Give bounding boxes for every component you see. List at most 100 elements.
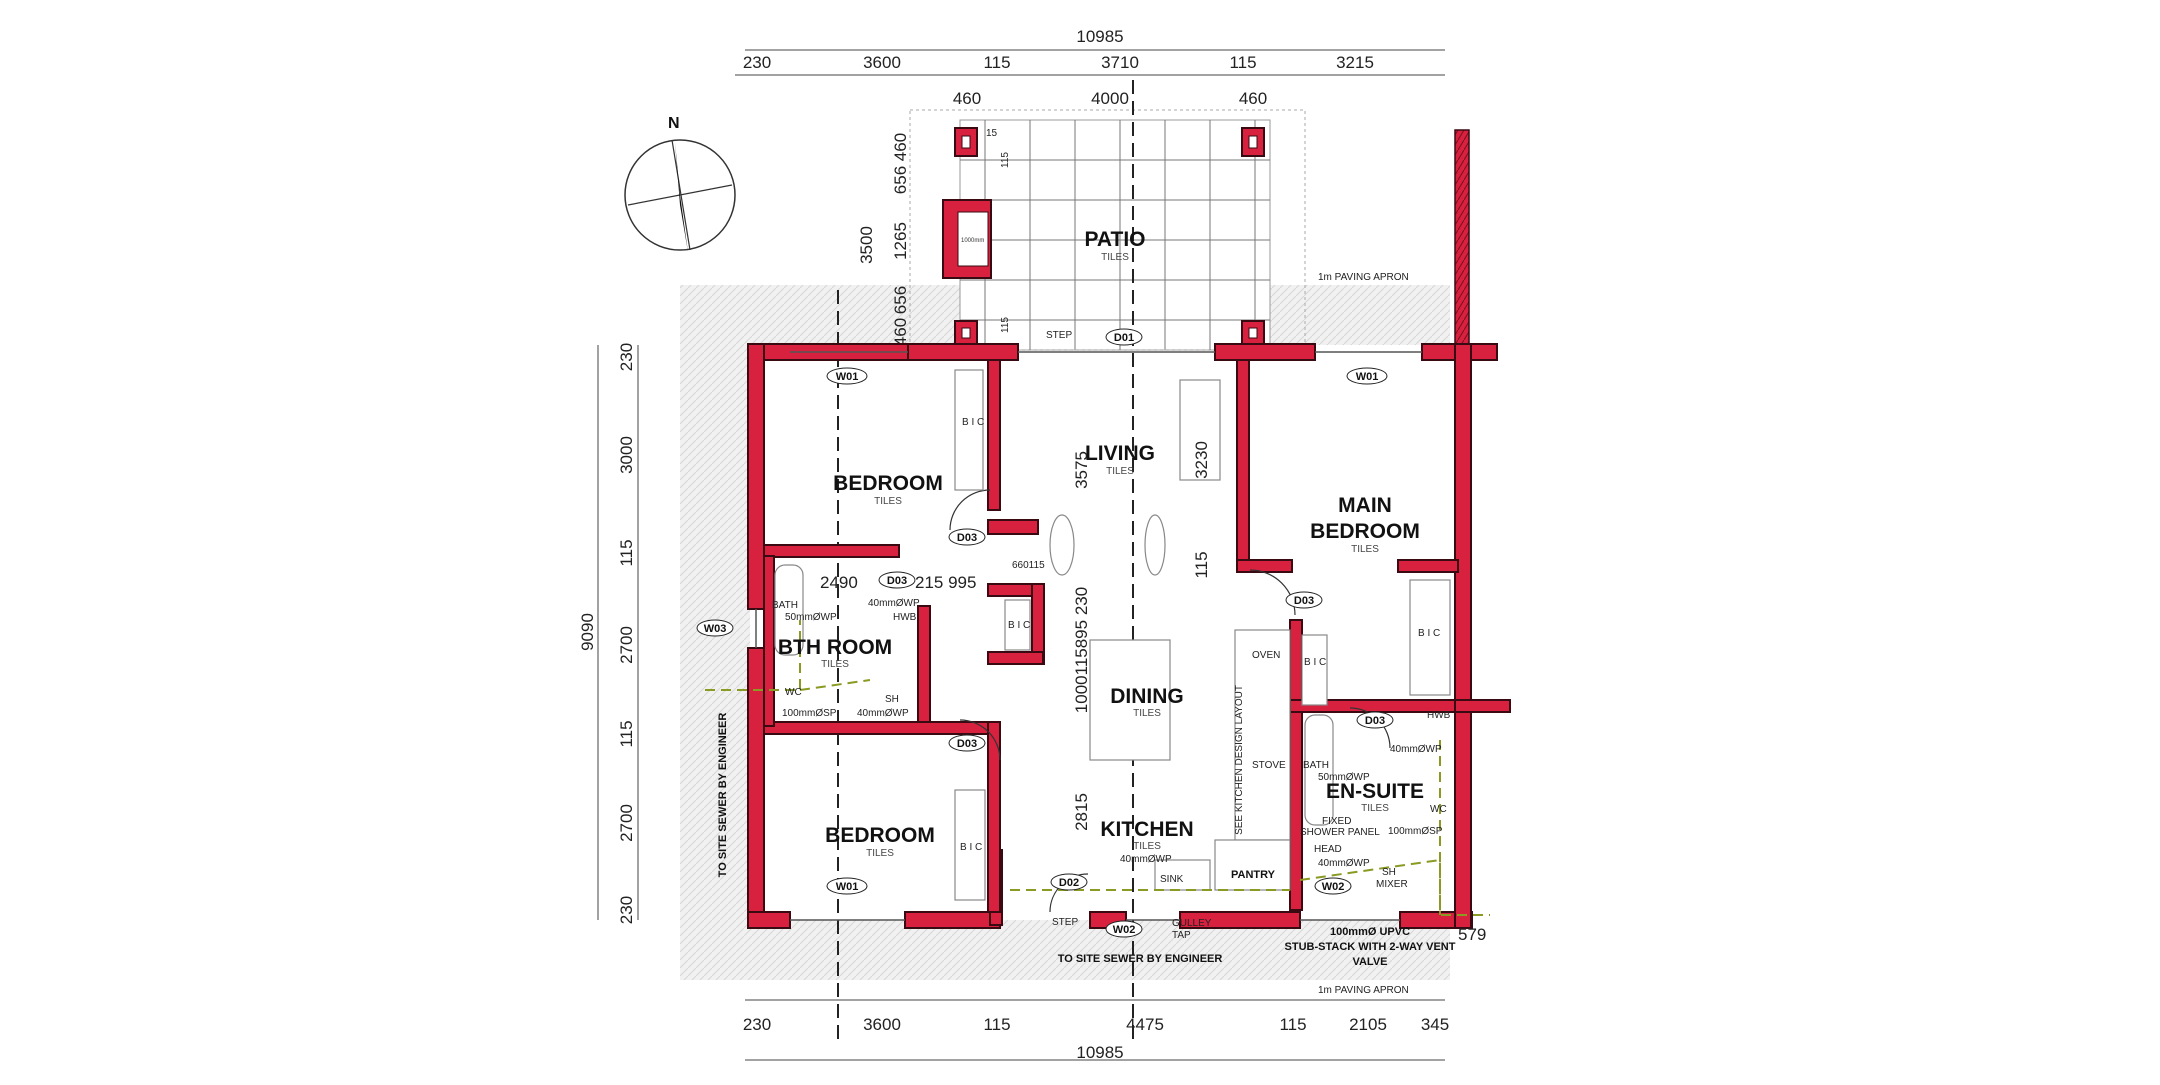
dim-patio-inner-1: 15 — [986, 128, 998, 139]
bic-hall — [1004, 599, 1031, 651]
svg-text:D03: D03 — [1365, 715, 1385, 727]
dim-bottom-5: 115 — [1279, 1015, 1306, 1034]
dim-bic-small: 660115 — [1012, 560, 1045, 571]
wall-bath-left — [763, 555, 775, 727]
dim-patio-inner-2: 115 — [1000, 152, 1011, 168]
note-stove: STOVE — [1252, 760, 1286, 771]
tag-w02-a: W02 — [1105, 920, 1143, 938]
wall-top-mid-left — [907, 343, 1019, 361]
dim-patio-left-3: 1265 — [891, 222, 910, 260]
bic-label-3: B I C — [960, 842, 982, 853]
room-living: LIVING — [1085, 442, 1155, 465]
windows — [755, 351, 1422, 921]
tag-d03-bed2: D03 — [948, 734, 986, 752]
wall-main-left — [1236, 359, 1250, 571]
dim-patio-2: 4000 — [1091, 89, 1129, 108]
room-ensuite: EN-SUITE — [1326, 780, 1424, 803]
svg-text:D03: D03 — [957, 532, 977, 544]
dim-top-1: 230 — [743, 53, 771, 72]
bic-label-5: B I C — [1304, 657, 1326, 668]
dim-living-depth: 3575 — [1072, 451, 1091, 489]
plan-notes: STEP STEP 1m PAVING APRON 1m PAVING APRO… — [717, 272, 1456, 996]
dim-left-7: 230 — [617, 896, 636, 924]
note-wc-ensuite: WC — [1430, 804, 1447, 815]
dim-patio-1: 460 — [953, 89, 981, 108]
opening-tags: W01 W01 W01 D01 D03 D03 D03 D03 D03 D02 … — [696, 328, 1394, 938]
tag-d03-bath: D03 — [878, 571, 916, 589]
stair-curve — [1144, 514, 1166, 576]
dim-hall-row-b: 215 995 — [915, 573, 976, 592]
wall-ensuite-left — [1289, 619, 1303, 911]
note-paving-top: 1m PAVING APRON — [1318, 272, 1409, 283]
note-gulley-1: GULLEY — [1172, 918, 1212, 929]
svg-text:W01: W01 — [1356, 371, 1379, 383]
note-hwb-main: HWB — [893, 612, 917, 623]
dim-bottom-1: 230 — [743, 1015, 771, 1034]
bic-bedroom2 — [954, 789, 986, 901]
tag-d03-ensuite: D03 — [1356, 711, 1394, 729]
interior-walls — [763, 359, 1511, 913]
tag-d03-main: D03 — [1285, 591, 1323, 609]
pantry-box — [1214, 839, 1291, 891]
dim-bottom-4: 4475 — [1126, 1015, 1164, 1034]
note-pipe-50-ensuite: 50mmØWP — [1318, 772, 1370, 783]
bathtub-main — [774, 564, 804, 656]
compass-rose: N — [624, 115, 736, 252]
bathtub-ensuite — [1304, 714, 1334, 826]
dim-dining-depth: 1000115895 230 — [1072, 587, 1091, 713]
dim-top-2: 3600 — [863, 53, 901, 72]
dim-left-4: 2700 — [617, 626, 636, 664]
note-bath-ensuite: BATH — [1303, 760, 1329, 771]
dim-hall-row: 2490 — [820, 573, 858, 592]
living-sofa — [1179, 379, 1221, 481]
dim-bottom-6: 2105 — [1349, 1015, 1387, 1034]
dim-top-5: 115 — [1229, 53, 1256, 72]
note-pipe-50-main: 50mmØWP — [785, 612, 837, 623]
dim-top-6: 3215 — [1336, 53, 1374, 72]
dim-patio-3: 460 — [1239, 89, 1267, 108]
dim-top-3: 115 — [983, 53, 1010, 72]
room-bathroom-finish: TILES — [821, 659, 849, 670]
note-pipe-100-ensuite: 100mmØSP — [1388, 826, 1443, 837]
wall-bottom-2 — [904, 911, 1001, 929]
note-see-kitchen: SEE KITCHEN DESIGN LAYOUT — [1234, 685, 1245, 835]
note-pipe-40-ensuite: 40mmØWP — [1390, 744, 1442, 755]
room-labels: PATIO TILES LIVING TILES BEDROOM TILES M… — [778, 228, 1424, 881]
living-curve — [1049, 514, 1075, 576]
drain-line-2 — [799, 679, 871, 691]
svg-text:D02: D02 — [1059, 877, 1079, 889]
wall-main-bottom-right — [1397, 559, 1459, 573]
dim-patio-left-1: 460 — [891, 133, 910, 161]
dim-mid-115: 115 — [1192, 551, 1211, 578]
house-footprint — [750, 345, 1480, 920]
note-fixed-1: FIXED — [1322, 816, 1351, 827]
dim-kitchen-depth: 2815 — [1072, 793, 1091, 831]
top-dimensions: 10985 230 3600 115 3710 115 3215 460 400… — [735, 27, 1445, 108]
room-kitchen-finish: TILES — [1133, 841, 1161, 852]
note-sh-mixer-2: MIXER — [1376, 879, 1408, 890]
left-dimensions: 9090 230 3000 115 2700 115 2700 230 3500… — [578, 128, 1011, 924]
svg-text:W01: W01 — [836, 881, 859, 893]
svg-text:W02: W02 — [1322, 881, 1345, 893]
bic-label-1: B I C — [962, 417, 984, 428]
interior-dimensions: 3575 3230 115 2490 215 995 660115 100011… — [820, 441, 1486, 944]
note-pipe-40b-main: 40mmØWP — [857, 708, 909, 719]
tag-w01-b: W01 — [1346, 367, 1388, 385]
wall-top-mid-right — [1214, 343, 1316, 361]
svg-text:D03: D03 — [957, 738, 977, 750]
room-bathroom: BTH ROOM — [778, 636, 892, 659]
bic-kitchen — [1301, 634, 1328, 706]
drain-line-5 — [1439, 740, 1490, 916]
dim-patio-left-2: 656 — [891, 166, 910, 194]
dim-patio-inner-3: 115 — [1000, 317, 1011, 333]
tag-d01: D01 — [1105, 328, 1143, 346]
note-upvc-3: VALVE — [1352, 956, 1387, 968]
room-living-finish: TILES — [1106, 466, 1134, 477]
drain-line-4 — [1299, 858, 1441, 915]
note-upvc-1: 100mmØ UPVC — [1330, 926, 1410, 938]
compass-north-label: N — [668, 115, 680, 132]
patio-columns: 1000mm — [942, 127, 1265, 346]
note-oven: OVEN — [1252, 650, 1280, 661]
dim-top-total: 10985 — [1076, 27, 1123, 46]
room-main-bedroom-line1: MAIN — [1338, 494, 1392, 517]
